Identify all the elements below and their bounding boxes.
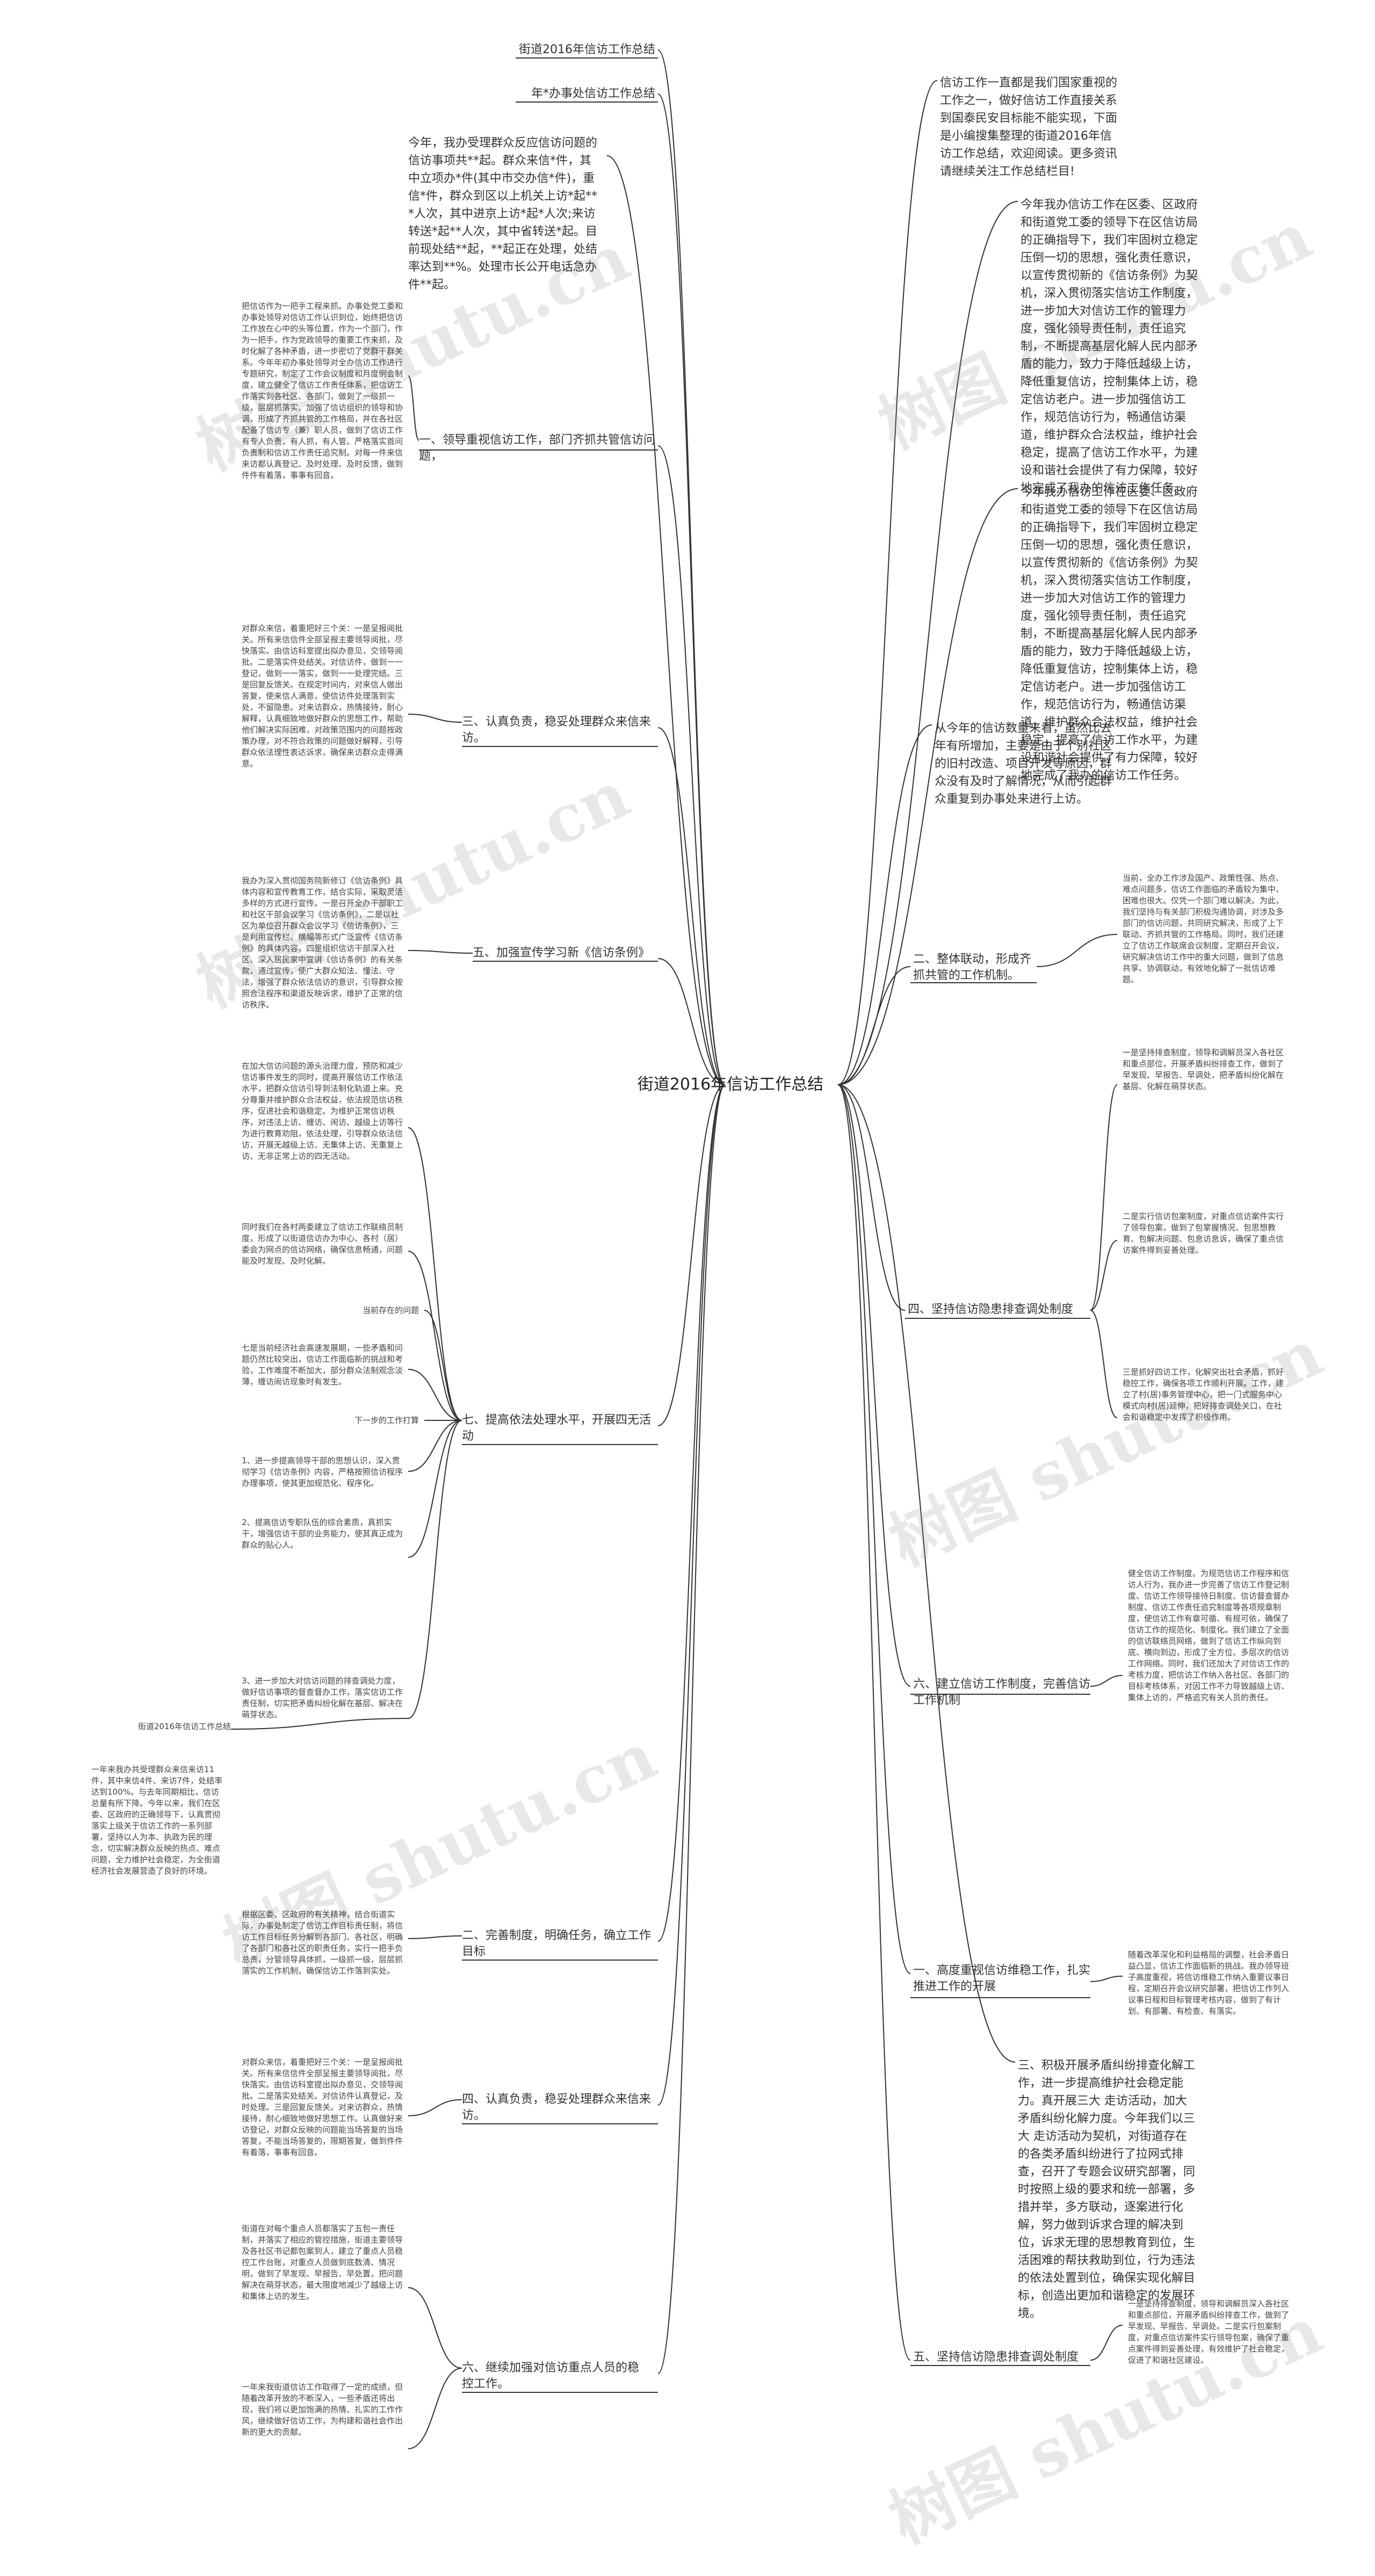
sub-connector xyxy=(1090,1310,1118,1418)
s3-label[interactable]: 三、认真负责，稳妥处理群众来信来访。 xyxy=(462,715,652,745)
s7-detail-text-3[interactable]: 当前存在的问题 xyxy=(362,1305,419,1315)
s5-detail-text[interactable]: 我办为深入贯彻国务院新修订《信访条例》具体内容和宣传教育工作，结合实际，采取灵活… xyxy=(242,876,403,1010)
s7-detail-text-1[interactable]: 在加大信访问题的源头治理力度，预防和减少信访事件发生的同时，提高开展信访工作依法… xyxy=(242,1061,403,1161)
branch-connector xyxy=(837,1084,1016,2063)
r6-label[interactable]: 六、建立信访工作制度，完善信访工作机制 xyxy=(913,1678,1091,1707)
branch-connector xyxy=(837,1084,911,1974)
sub-connector xyxy=(408,2287,462,2369)
side-detail-text[interactable]: 一年来我办共受理群众来信来访11件，其中来信4件、来访7件，处结率达到100%。… xyxy=(91,1765,223,1876)
s4-detail-text[interactable]: 对群众来信，着重把好三个关：一是呈报阅批关。所有来信信件全部呈报主要领导阅批，尽… xyxy=(242,2057,403,2157)
branch-connector xyxy=(837,1084,906,1311)
sub-connector xyxy=(1090,1240,1118,1311)
sub-connector xyxy=(408,1420,462,1558)
s7-detail-text-4[interactable]: 七是当前经济社会高速发展期，一些矛盾和问题仍然比较突出，信访工作面临新的挑战和考… xyxy=(242,1343,403,1387)
branch-connector xyxy=(657,49,726,1085)
sub-connector xyxy=(1036,934,1118,967)
r5-detail-text[interactable]: 一是坚持排查制度，领导和调解员深入各社区和重点部位，开展矛盾纠纷排查工作，做到了… xyxy=(1128,2299,1290,2365)
s7-detail-text-5[interactable]: 下一步的工作打算 xyxy=(354,1416,419,1425)
right-para-1[interactable]: 今年我办信访工作在区委、区政府和街道党工委的领导下在区信访局的正确指导下，我们牢… xyxy=(1021,198,1198,495)
s5-label[interactable]: 五、加强宣传学习新《信访条例》 xyxy=(473,946,650,960)
sub-connector xyxy=(408,375,419,441)
r6-detail-text[interactable]: 健全信访工作制度。为规范信访工作程序和信访人行为，我办进一步完善了信访工作登记制… xyxy=(1128,1569,1290,1702)
branch-connector xyxy=(657,1084,726,1942)
right-para-3[interactable]: 从今年的信访数量来看，虽然比去年有所增加，主要是由于个别社区的旧村改造、项目开发… xyxy=(935,722,1112,806)
branch-connector xyxy=(657,727,726,1085)
s7-detail-text-7[interactable]: 2、提高信访专职队伍的综合素质，真抓实干，增强信访干部的业务能力，使其真正成为群… xyxy=(242,1518,403,1550)
sub-connector xyxy=(424,1310,462,1421)
s1-detail-text[interactable]: 把信访作为一把手工程来抓。办事处党工委和办事处领导对信访工作认识到位，始终把信访… xyxy=(242,301,403,480)
sub-connector xyxy=(408,1420,462,1719)
s2-detail-text[interactable]: 根据区委、区政府的有关精神，结合街道实际，办事处制定了信访工作目标责任制，将信访… xyxy=(242,1910,403,1976)
branch-connector xyxy=(606,155,726,1085)
root-topic[interactable]: 街道2016年信访工作总结 xyxy=(637,1075,824,1094)
s7-detail-text-8[interactable]: 3、进一步加大对信访问题的排查调处力度，做好信访事项的督查督办工作，落实信访工作… xyxy=(242,1676,403,1719)
s7-label[interactable]: 七、提高依法处理水平，开展四无活动 xyxy=(462,1413,652,1443)
left-intro-text[interactable]: 今年，我办受理群众反应信访问题的信访事项共**起。群众来信*件，其中立项办*件(… xyxy=(408,136,598,292)
r1-label[interactable]: 一、高度重视信访维稳工作，扎实推进工作的开展 xyxy=(913,1964,1091,1993)
sub-connector xyxy=(1090,1976,1123,1982)
r2-label[interactable]: 二、整体联动，形成齐抓共管的工作机制。 xyxy=(913,953,1032,982)
r4-detail-text-2[interactable]: 二是实行信访包案制度，对重点信访案件实行了领导包案，做到了包掌握情况、包思想教育… xyxy=(1123,1211,1284,1255)
branch-connector xyxy=(837,1084,911,1687)
branch-connector xyxy=(837,488,1018,1085)
r4-detail-text-1[interactable]: 一是坚持排查制度，领导和调解员深入各社区和重点部位，开展矛盾纠纷排查工作，做到了… xyxy=(1123,1048,1284,1091)
r1-detail-text[interactable]: 随着改革深化和利益格局的调整，社会矛盾日益凸显，信访工作面临新的挑战。我办领导班… xyxy=(1128,1950,1290,2016)
branch-connector xyxy=(657,445,726,1085)
s1-label[interactable]: 一、领导重视信访工作，部门齐抓共管信访问题， xyxy=(419,433,656,463)
branch-connector xyxy=(657,1084,726,1426)
r4-detail-text-3[interactable]: 三是抓好四访工作，化解突出社会矛盾，抓好稳控工作，确保各项工作顺利开展。工作，建… xyxy=(1123,1367,1284,1422)
right-intro-text[interactable]: 信访工作一直都是我们国家重视的工作之一，做好信访工作直接关系到国泰民安目标能不能… xyxy=(940,76,1118,178)
sub-connector xyxy=(408,714,462,723)
s2-label[interactable]: 二、完善制度，明确任务，确立工作目标 xyxy=(462,1929,652,1958)
s6-detail-text-2[interactable]: 一年来我街道信访工作取得了一定的成绩，但随着改革开放的不断深入，一些矛盾还将出现… xyxy=(242,2382,403,2437)
sub-connector xyxy=(408,1251,462,1421)
branch-connector xyxy=(657,93,726,1085)
r4-label[interactable]: 四、坚持信访隐患排查调处制度 xyxy=(908,1303,1074,1316)
branch-connector xyxy=(657,1084,726,2106)
s7-detail-text-6[interactable]: 1、进一步提高领导干部的思想认识，深入贯彻学习《信访条例》内容，严格按照信访程序… xyxy=(242,1456,403,1488)
sub-connector xyxy=(408,1369,462,1421)
s6-label[interactable]: 六、继续加强对信访重点人员的稳控工作。 xyxy=(462,2361,640,2391)
sub-connector xyxy=(1090,1084,1118,1311)
sub-connector xyxy=(1090,2325,1123,2361)
r5-label[interactable]: 五、坚持信访隐患排查调处制度 xyxy=(913,2350,1079,2364)
right-para-2[interactable]: 今年我办信访工作在区委、区政府和街道党工委的领导下在区信访局的正确指导下，我们牢… xyxy=(1021,485,1198,782)
branch-connector xyxy=(657,958,726,1085)
sub-connector xyxy=(230,1718,409,1730)
s4-label[interactable]: 四、认真负责，稳妥处理群众来信来访。 xyxy=(462,2093,652,2122)
left-subtitle-node[interactable]: 年*办事处信访工作总结 xyxy=(531,87,655,100)
branch-connector xyxy=(837,1084,911,2361)
sub-connector xyxy=(408,2368,462,2449)
r3-text[interactable]: 三、积极开展矛盾纠纷排查化解工作，进一步提高维护社会稳定能力。真开展三大 走访活… xyxy=(1018,2059,1196,2320)
sub-connector xyxy=(408,2099,462,2116)
branch-connector xyxy=(657,1084,726,2374)
side-title[interactable]: 街道2016年信访工作总结 xyxy=(138,1722,231,1731)
sub-connector xyxy=(1090,1675,1123,1687)
sub-connector xyxy=(408,1127,462,1421)
sub-connector xyxy=(408,950,473,954)
sub-connector xyxy=(408,1420,462,1472)
branch-connector xyxy=(837,80,938,1085)
sub-connector xyxy=(408,1935,462,1939)
s3-detail-text[interactable]: 对群众来信，着重把好三个关：一是呈报阅批关。所有来信信件全部呈报主要领导阅批，尽… xyxy=(242,623,403,768)
branch-connector xyxy=(837,724,932,1085)
left-title-node[interactable]: 街道2016年信访工作总结 xyxy=(519,43,655,56)
s6-detail-text-1[interactable]: 街道在对每个重点人员都落实了五包一责任制，并落实了相应的管控措施，街道主要领导及… xyxy=(242,2224,403,2301)
r2-detail-text[interactable]: 当前，全办工作涉及国产、政策性强、热点、难点问题多，信访工作面临的矛盾较为集中、… xyxy=(1123,873,1284,984)
branch-connector xyxy=(837,966,911,1085)
s7-detail-text-2[interactable]: 同时我们在各村两委建立了信访工作联络员制度，形成了以街道信访办为中心、各村（居）… xyxy=(242,1222,403,1266)
